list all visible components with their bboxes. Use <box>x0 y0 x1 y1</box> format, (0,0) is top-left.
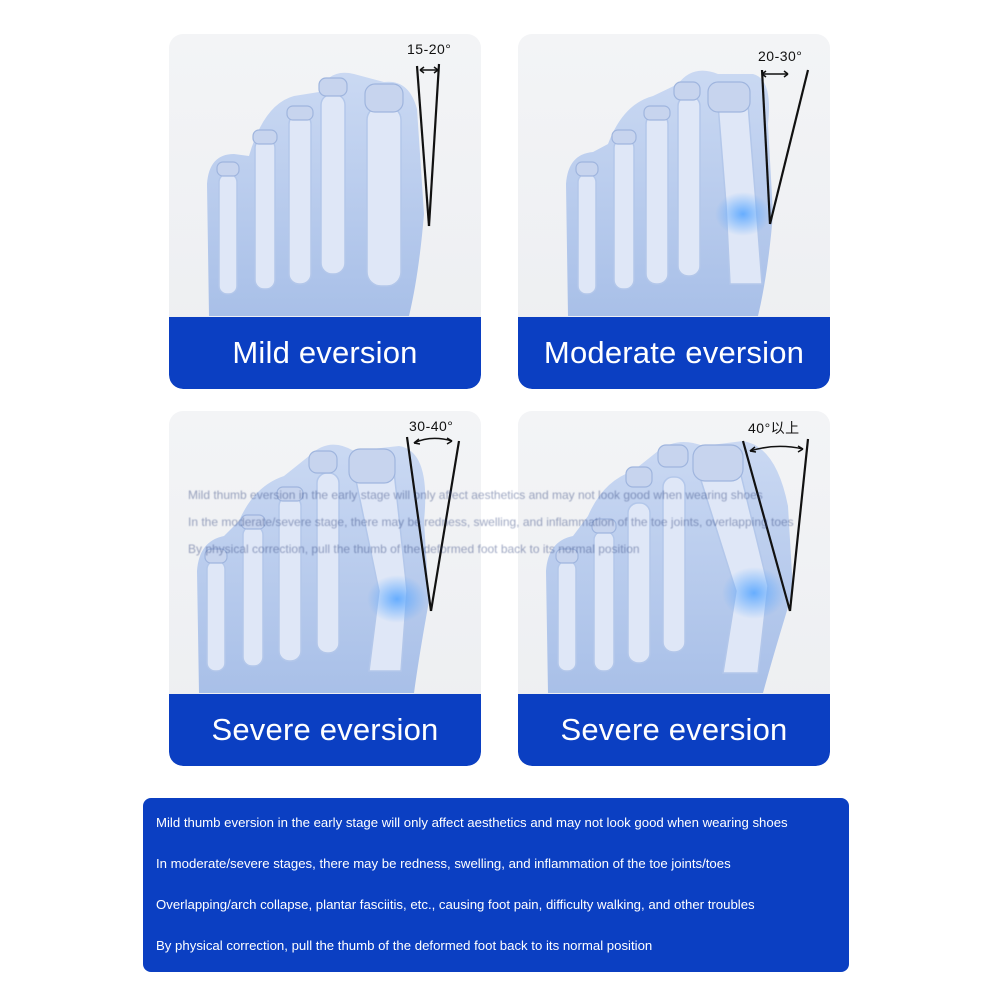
foot-skeleton-illustration <box>566 69 810 316</box>
card-label: Mild eversion <box>169 317 481 389</box>
foot-skeleton-illustration <box>197 436 461 693</box>
info-box: Mild thumb eversion in the early stage w… <box>143 798 849 972</box>
card-label: Moderate eversion <box>518 317 830 389</box>
card-moderate-eversion: 20-30° Moderate eversion <box>518 34 830 389</box>
foot-skeleton-illustration <box>207 63 441 316</box>
angle-label: 40°以上 <box>748 420 800 436</box>
card-label: Severe eversion <box>518 694 830 766</box>
card-severe-eversion-2: 40°以上 Severe eversion <box>518 411 830 766</box>
info-line: Overlapping/arch collapse, plantar fasci… <box>156 897 755 912</box>
info-line: In moderate/severe stages, there may be … <box>156 856 731 871</box>
info-line: By physical correction, pull the thumb o… <box>156 938 653 953</box>
card-label: Severe eversion <box>169 694 481 766</box>
angle-label: 30-40° <box>409 418 454 434</box>
info-line: Mild thumb eversion in the early stage w… <box>156 815 788 830</box>
card-severe-eversion: 30-40° Severe eversion <box>169 411 481 766</box>
angle-label: 15-20° <box>407 41 452 57</box>
card-mild-eversion: 15-20° Mild eversion <box>169 34 481 389</box>
angle-label: 20-30° <box>758 48 803 64</box>
foot-skeleton-illustration <box>546 438 810 693</box>
